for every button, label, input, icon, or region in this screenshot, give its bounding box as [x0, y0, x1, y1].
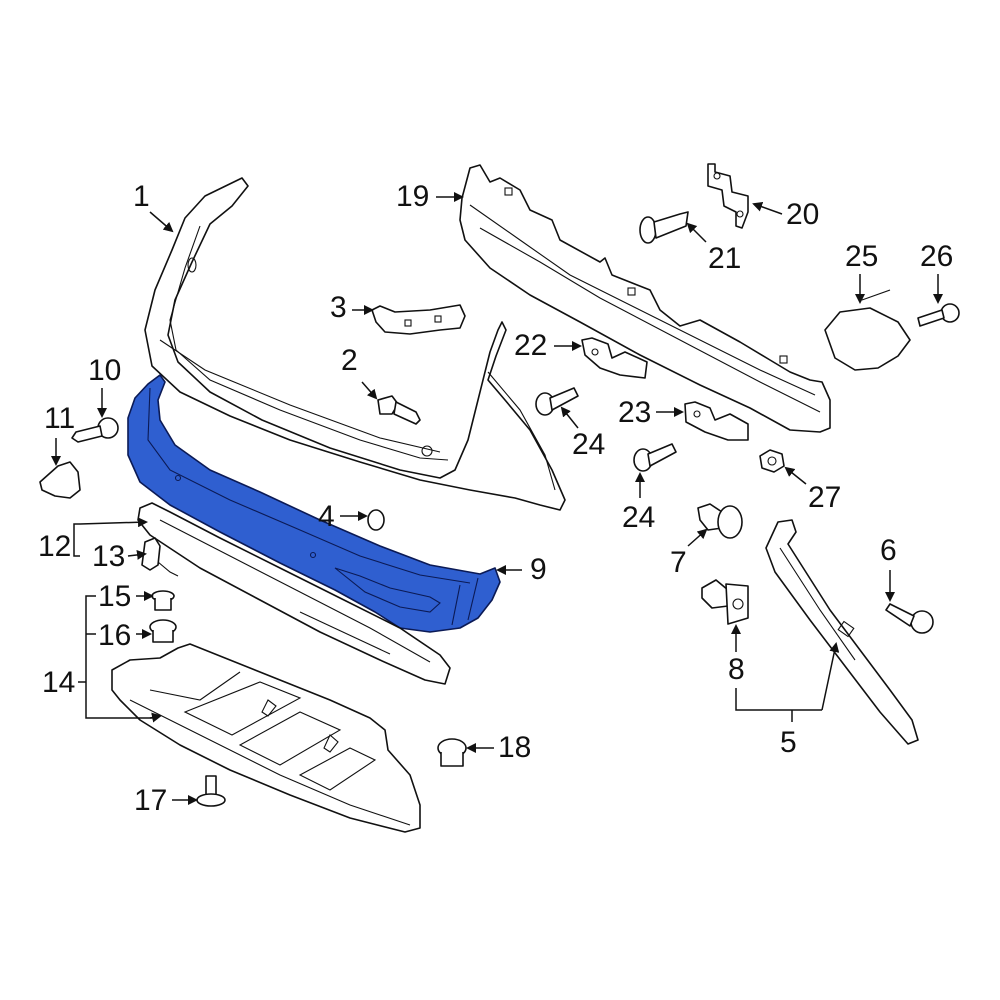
callout-14[interactable]: 14 [42, 666, 76, 699]
part-3-side-bracket[interactable] [371, 304, 466, 335]
part-10-bolt[interactable] [71, 417, 119, 443]
callout-17[interactable]: 17 [134, 784, 168, 817]
part-11-clip[interactable] [39, 461, 81, 499]
part-23-bracket[interactable] [684, 401, 749, 441]
callout-4[interactable]: 4 [318, 500, 335, 533]
callout-7[interactable]: 7 [670, 546, 687, 579]
part-8-clip[interactable] [701, 579, 749, 625]
callout-3[interactable]: 3 [330, 291, 347, 324]
callout-6[interactable]: 6 [880, 534, 897, 567]
part-16-nut[interactable] [149, 619, 177, 643]
callout-25[interactable]: 25 [845, 240, 879, 273]
callout-16[interactable]: 16 [98, 619, 132, 652]
callout-22[interactable]: 22 [514, 329, 548, 362]
callout-21[interactable]: 21 [708, 242, 742, 275]
callout-18[interactable]: 18 [498, 731, 532, 764]
leader-lines [51, 192, 943, 805]
part-27-nut[interactable] [759, 449, 785, 473]
part-4-plug[interactable] [367, 509, 385, 531]
callout-19[interactable]: 19 [396, 180, 430, 213]
callout-10[interactable]: 10 [88, 354, 122, 387]
callout-24b[interactable]: 24 [622, 501, 656, 534]
part-7-clip[interactable] [697, 503, 743, 539]
callout-15[interactable]: 15 [98, 580, 132, 613]
part-1-bumper-cover[interactable] [144, 177, 566, 511]
callout-27[interactable]: 27 [808, 481, 842, 514]
part-13-bracket[interactable] [141, 537, 179, 577]
part-24a-push-pin[interactable] [535, 387, 579, 416]
callout-26[interactable]: 26 [920, 240, 954, 273]
part-19-reinforcement-beam[interactable] [459, 164, 831, 433]
part-24b-push-pin[interactable] [633, 443, 677, 472]
callout-11[interactable]: 11 [44, 402, 76, 435]
part-22-bracket[interactable] [581, 337, 648, 379]
part-26-bolt[interactable] [917, 303, 960, 327]
callout-24a[interactable]: 24 [572, 428, 606, 461]
part-25-sensor[interactable] [824, 289, 911, 371]
callout-9[interactable]: 9 [530, 553, 547, 586]
part-9-lower-valance[interactable] [127, 374, 501, 633]
callout-8[interactable]: 8 [728, 653, 745, 686]
part-15-grommet[interactable] [151, 590, 175, 611]
callout-5[interactable]: 5 [780, 726, 797, 759]
callout-13[interactable]: 13 [92, 540, 126, 573]
callout-23[interactable]: 23 [618, 396, 652, 429]
part-21-push-pin[interactable] [639, 211, 689, 244]
callout-2[interactable]: 2 [341, 344, 358, 377]
part-6-bolt[interactable] [885, 603, 934, 634]
part-12-lower-trim[interactable] [137, 502, 451, 685]
part-17-stud[interactable] [196, 775, 226, 807]
part-18-nut[interactable] [437, 738, 467, 767]
part-14-underbody-shield[interactable] [111, 643, 421, 833]
part-5-side-bracket[interactable] [765, 519, 919, 745]
callout-12[interactable]: 12 [38, 530, 72, 563]
part-20-bracket[interactable] [707, 163, 749, 229]
callout-1[interactable]: 1 [133, 180, 150, 213]
callout-20[interactable]: 20 [786, 198, 820, 231]
part-2-screw[interactable] [377, 395, 421, 425]
